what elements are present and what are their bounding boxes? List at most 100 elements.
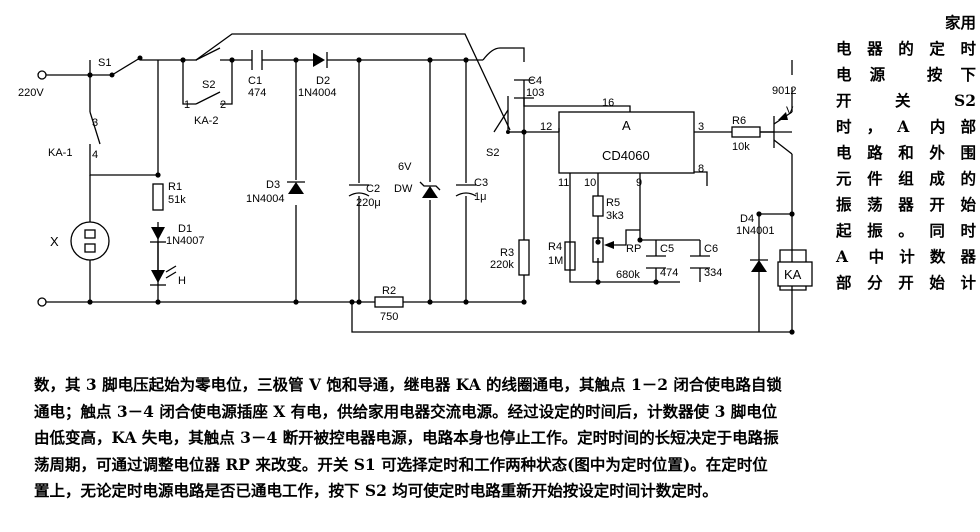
label-rp-value: 680k	[616, 269, 640, 281]
capacitor-c2	[348, 184, 370, 197]
diode-d4	[750, 248, 768, 300]
body-line: 由低变高，KA 失电，其触点 3－4 断开被控电器电源，电路本身也停止工作。定时…	[34, 428, 779, 447]
side-line: 起振。同时	[836, 221, 976, 240]
label-r4: R4	[548, 241, 562, 253]
side-line: 元件组成的	[836, 169, 976, 188]
relay-contact-ka1	[89, 111, 101, 145]
side-line: 开 关 S2	[836, 91, 976, 110]
label-pin3-ic: 3	[698, 121, 704, 133]
label-ka1: KA-1	[48, 147, 72, 159]
input-terminal-top	[37, 70, 47, 80]
capacitor-c5	[646, 255, 666, 269]
label-r2-value: 750	[380, 311, 398, 323]
label-220v: 220V	[18, 87, 44, 99]
label-d1: D1	[178, 223, 192, 235]
label-c3: C3	[474, 177, 488, 189]
side-line: 电源 按下	[836, 65, 976, 84]
label-c5: C5	[660, 243, 674, 255]
label-r5-value: 3k3	[606, 210, 624, 222]
label-c5-value: 474	[660, 267, 678, 279]
label-r6-value: 10k	[732, 141, 750, 153]
label-r5: R5	[606, 197, 620, 209]
label-dw: DW	[394, 183, 413, 195]
potentiometer-rp	[592, 237, 614, 263]
label-pin16: 16	[602, 97, 614, 109]
label-s2-bottom: S2	[486, 147, 499, 159]
label-d2-value: 1N4004	[298, 87, 337, 99]
label-pin4: 4	[92, 149, 98, 161]
label-d3: D3	[266, 179, 280, 191]
switch-s1	[109, 55, 143, 78]
label-c1: C1	[248, 75, 262, 87]
resistor-r1	[152, 183, 164, 211]
label-c3-value: 1μ	[474, 191, 486, 203]
resistor-r3	[518, 239, 530, 276]
capacitor-c6	[690, 255, 710, 269]
side-line: 家用	[944, 13, 976, 32]
resistor-r2	[374, 296, 404, 308]
ic-cd4060	[558, 111, 695, 174]
label-pin10: 10	[584, 177, 596, 189]
label-pin12: 12	[540, 121, 552, 133]
label-pin3: 3	[92, 117, 98, 129]
diode-d2	[313, 52, 328, 68]
label-r4-value: 1M	[548, 255, 563, 267]
label-c4: C4	[528, 75, 542, 87]
zener-dw	[419, 181, 441, 198]
body-description: 数，其 3 脚电压起始为零电位，三极管 V 饱和导通，继电器 KA 的线圈通电，…	[34, 372, 970, 505]
circuit-wires	[46, 33, 807, 333]
label-pin9: 9	[636, 177, 642, 189]
label-ka: KA	[784, 267, 802, 282]
label-pin8: 8	[698, 163, 704, 175]
timer-circuit-schematic: 220V S1 S2 1 2 KA-2 3 KA-1 4 C1 474 D2 1…	[18, 33, 813, 335]
label-d4-value: 1N4001	[736, 225, 775, 237]
body-line: 数，其 3 脚电压起始为零电位，三极管 V 饱和导通，继电器 KA 的线圈通电，…	[34, 375, 782, 394]
label-q-v: V	[786, 105, 794, 117]
label-pin2: 2	[220, 99, 226, 111]
label-ic-a: A	[622, 118, 631, 133]
resistor-r6	[731, 126, 761, 138]
label-c2: C2	[366, 183, 380, 195]
side-line: 时，A 内部	[836, 117, 976, 136]
label-c6-value: 334	[704, 267, 722, 279]
label-r2: R2	[382, 285, 396, 297]
label-r6: R6	[732, 115, 746, 127]
side-line: A 中计数器	[836, 247, 976, 266]
label-d3-value: 1N4004	[246, 193, 285, 205]
label-c6: C6	[704, 243, 718, 255]
capacitor-c1	[251, 50, 263, 70]
label-h: H	[178, 275, 186, 287]
label-c1-value: 474	[248, 87, 266, 99]
label-r1: R1	[168, 181, 182, 193]
component-labels: 220V S1 S2 1 2 KA-2 3 KA-1 4 C1 474 D2 1…	[18, 57, 802, 323]
label-c2-value: 220μ	[356, 197, 381, 209]
relay-coil-ka	[777, 261, 813, 287]
led-h	[150, 242, 177, 286]
label-d4: D4	[740, 213, 754, 225]
side-description: 家用 电器的定时 电源 按下 开 关 S2 时，A 内部 电路和外围 元件组成的…	[836, 10, 976, 296]
input-terminal-bottom	[37, 297, 47, 307]
label-pin1: 1	[184, 99, 190, 111]
label-q-model: 9012	[772, 85, 796, 97]
resistor-r4	[564, 241, 576, 271]
body-line: 通电；触点 3－4 闭合使电源插座 X 有电，供给家用电器交流电源。经过设定的时…	[34, 401, 778, 421]
side-line: 部分开始计	[836, 273, 976, 292]
label-c4-value: 103	[526, 87, 544, 99]
side-line: 电路和外围	[836, 143, 976, 162]
relay-contact-ka2	[195, 47, 221, 105]
junction-dots	[87, 57, 795, 335]
resistor-r5	[592, 195, 604, 217]
transistor-9012	[760, 111, 793, 155]
capacitor-c4	[514, 79, 534, 99]
diode-d1	[150, 227, 166, 243]
label-d2: D2	[316, 75, 330, 87]
capacitor-c3	[455, 184, 477, 197]
socket-x	[70, 221, 110, 261]
label-dw-voltage: 6V	[398, 161, 412, 173]
switch-s2	[493, 109, 510, 134]
label-d1-value: 1N4007	[166, 235, 205, 247]
side-line: 电器的定时	[836, 39, 976, 58]
label-r3-value: 220k	[490, 259, 514, 271]
label-s2-top: S2	[202, 79, 215, 91]
body-line: 荡周期，可通过调整电位器 RP 来改变。开关 S1 可选择定时和工作两种状态(图…	[34, 454, 768, 474]
